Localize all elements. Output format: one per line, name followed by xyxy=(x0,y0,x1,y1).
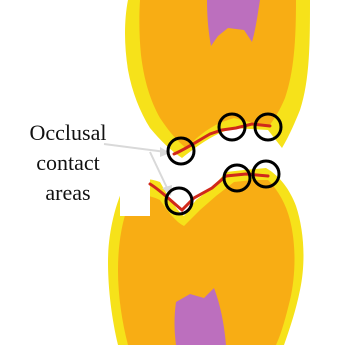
label-line-3: areas xyxy=(45,180,90,205)
arrow-upper-line xyxy=(104,144,166,152)
occlusal-contact-label: Occlusal contact areas xyxy=(30,120,107,205)
upper-tooth xyxy=(125,0,310,158)
label-line-1: Occlusal xyxy=(30,120,107,145)
label-line-2: contact xyxy=(36,150,100,175)
label-background xyxy=(120,176,150,216)
